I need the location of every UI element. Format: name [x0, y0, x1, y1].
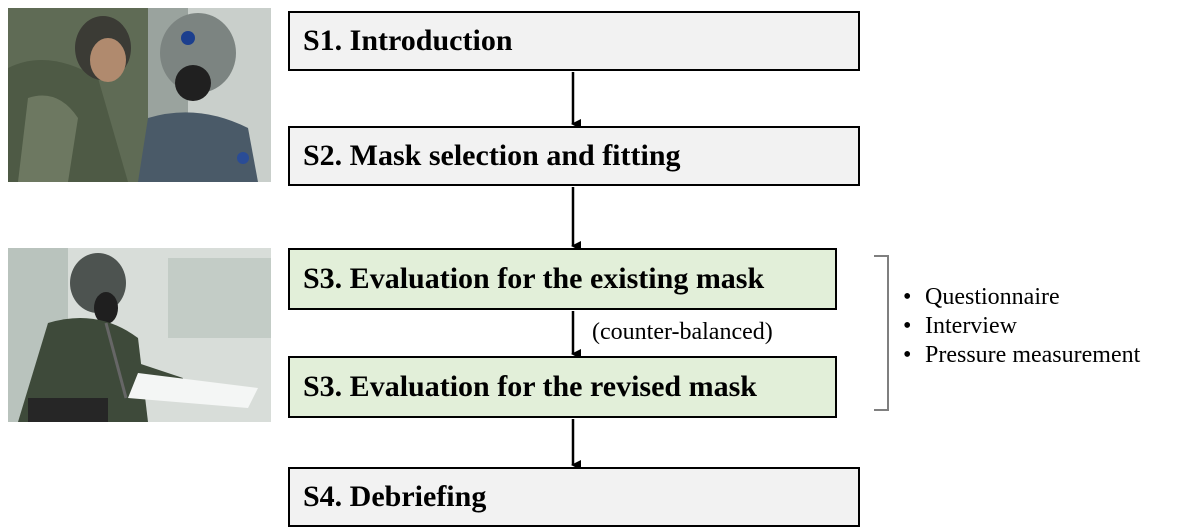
evaluation-methods-list: Questionnaire Interview Pressure measure…	[903, 283, 1140, 370]
step-s1-introduction: S1. Introduction	[288, 11, 860, 71]
step-s3-existing-label: S3. Evaluation for the existing mask	[303, 262, 765, 295]
step-s3-existing-mask: S3. Evaluation for the existing mask	[288, 248, 837, 310]
bracket	[874, 255, 889, 411]
step-s1-label: S1. Introduction	[303, 24, 513, 57]
step-s4-label: S4. Debriefing	[303, 480, 487, 513]
method-item: Questionnaire	[903, 283, 1140, 312]
counter-balanced-note: (counter-balanced)	[592, 319, 773, 345]
step-s4-debriefing: S4. Debriefing	[288, 467, 860, 527]
mask-fitting-photo	[8, 8, 271, 182]
method-item: Interview	[903, 312, 1140, 341]
step-s3-revised-label: S3. Evaluation for the revised mask	[303, 370, 757, 403]
step-s3-revised-mask: S3. Evaluation for the revised mask	[288, 356, 837, 418]
step-s2-mask-selection: S2. Mask selection and fitting	[288, 126, 860, 186]
pilot-evaluation-photo	[8, 248, 271, 422]
step-s2-label: S2. Mask selection and fitting	[303, 139, 681, 172]
method-item: Pressure measurement	[903, 341, 1140, 370]
